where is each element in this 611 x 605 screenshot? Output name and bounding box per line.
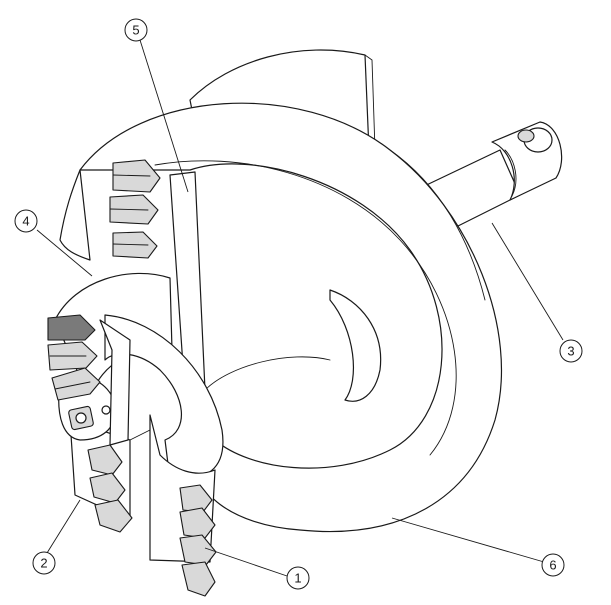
- callout-label-1: 1: [294, 571, 301, 586]
- leader-6: [391, 517, 545, 563]
- pilot-hub: [58, 319, 131, 446]
- callout-balloon-4: 4: [14, 209, 38, 233]
- callout-balloon-2: 2: [32, 551, 56, 575]
- callout-balloon-3: 3: [559, 339, 583, 363]
- leader-lines: [36, 39, 564, 577]
- main-flight: [59, 102, 503, 533]
- leader-2: [46, 499, 81, 554]
- callout-balloon-1: 1: [286, 566, 310, 590]
- teeth-lower-center: [179, 484, 217, 597]
- callout-label-4: 4: [22, 214, 29, 229]
- callout-label-3: 3: [567, 344, 574, 359]
- teeth-main-flight: [109, 159, 161, 259]
- leader-3: [491, 222, 564, 341]
- callout-label-5: 5: [132, 23, 139, 38]
- callout-balloon-6: 6: [541, 553, 565, 577]
- callout-label-6: 6: [549, 558, 556, 573]
- callout-balloon-5: 5: [124, 18, 148, 42]
- leader-1: [204, 547, 288, 577]
- callout-label-2: 2: [40, 556, 47, 571]
- teeth-lower-left: [87, 444, 133, 533]
- leader-4: [36, 229, 93, 277]
- teeth-pilot: [47, 314, 101, 401]
- leader-5: [139, 39, 189, 193]
